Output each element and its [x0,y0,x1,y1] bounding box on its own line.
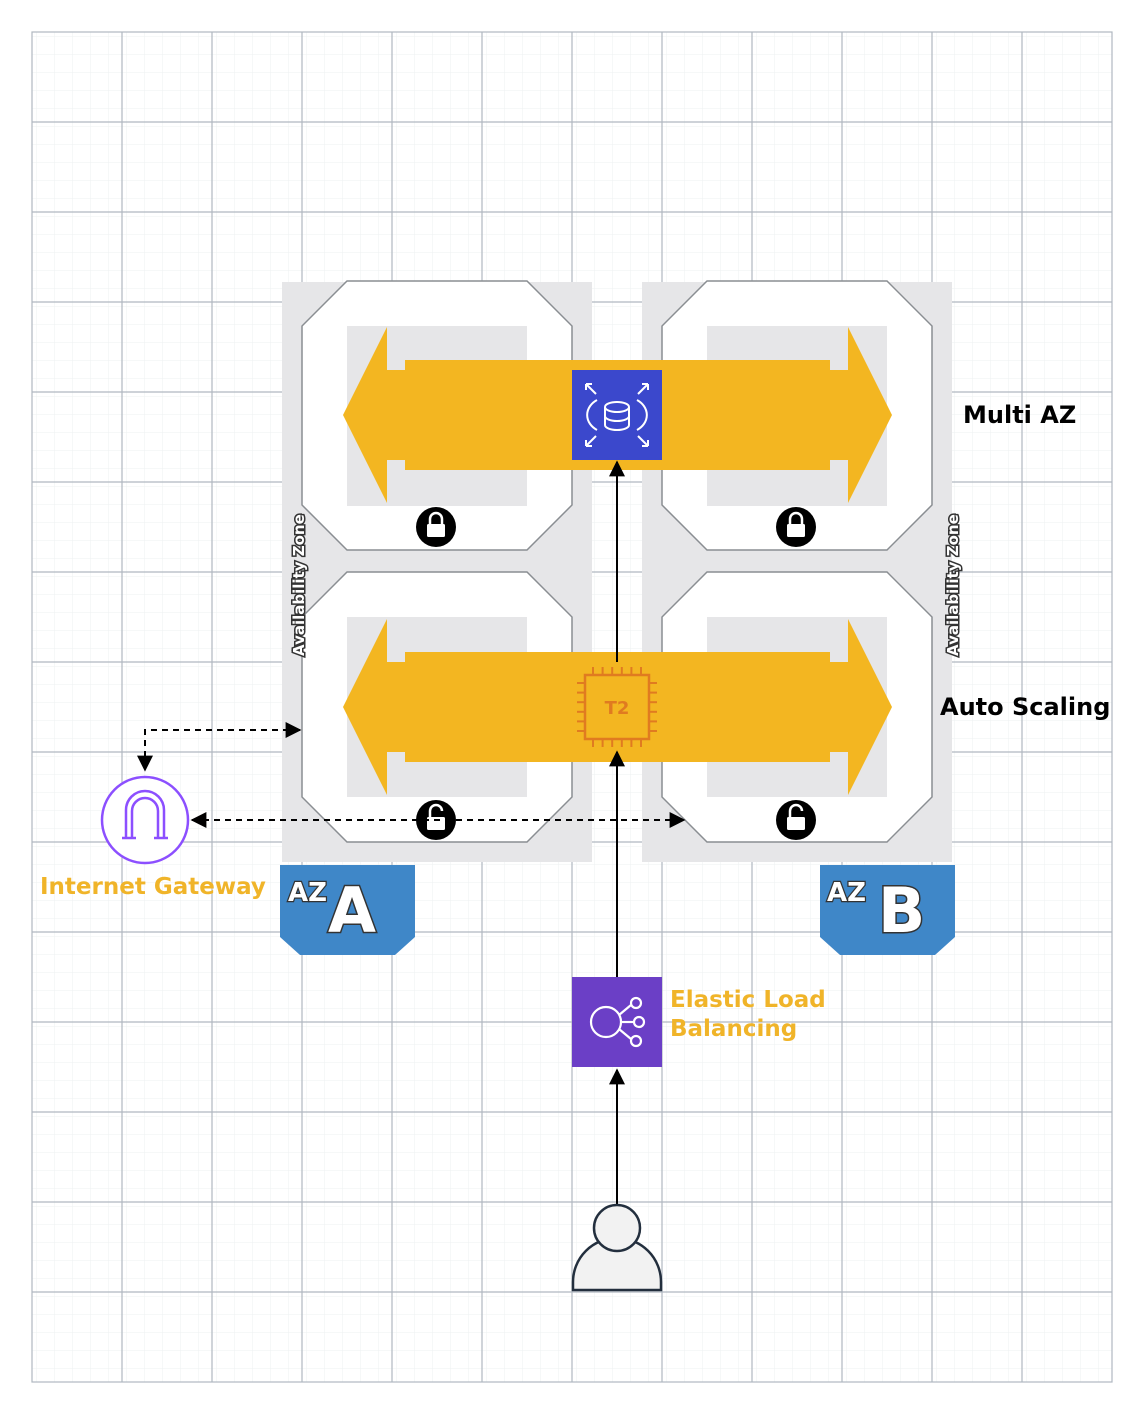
internet-gateway-icon [100,775,190,865]
availability-zone-label-right: Availability Zone [944,514,962,656]
svg-text:B: B [878,874,925,947]
internet-gateway-label: Internet Gateway [40,874,266,900]
user-icon [571,1203,663,1292]
elb-label-line1: Elastic Load [670,987,826,1013]
az-a-badge: AZ A [280,865,415,955]
multi-az-label: Multi AZ [963,401,1076,429]
lock-closed-icon [776,507,816,547]
availability-zone-label-left: Availability Zone [290,514,308,656]
az-b-badge: AZ B [820,865,955,955]
svg-text:AZ: AZ [288,878,327,908]
elb-label-line2: Balancing [670,1016,797,1042]
ec2-instance-chip-icon: T2 [577,667,657,747]
gateway-to-az-connector [137,722,302,772]
lock-open-icon [776,800,816,840]
rds-database-icon [572,370,662,460]
ec2-instance-type: T2 [605,698,630,719]
lock-closed-icon [416,507,456,547]
elastic-load-balancing-icon [572,977,662,1067]
auto-scaling-label: Auto Scaling [940,693,1110,721]
svg-text:A: A [328,874,376,947]
svg-text:AZ: AZ [827,878,866,908]
